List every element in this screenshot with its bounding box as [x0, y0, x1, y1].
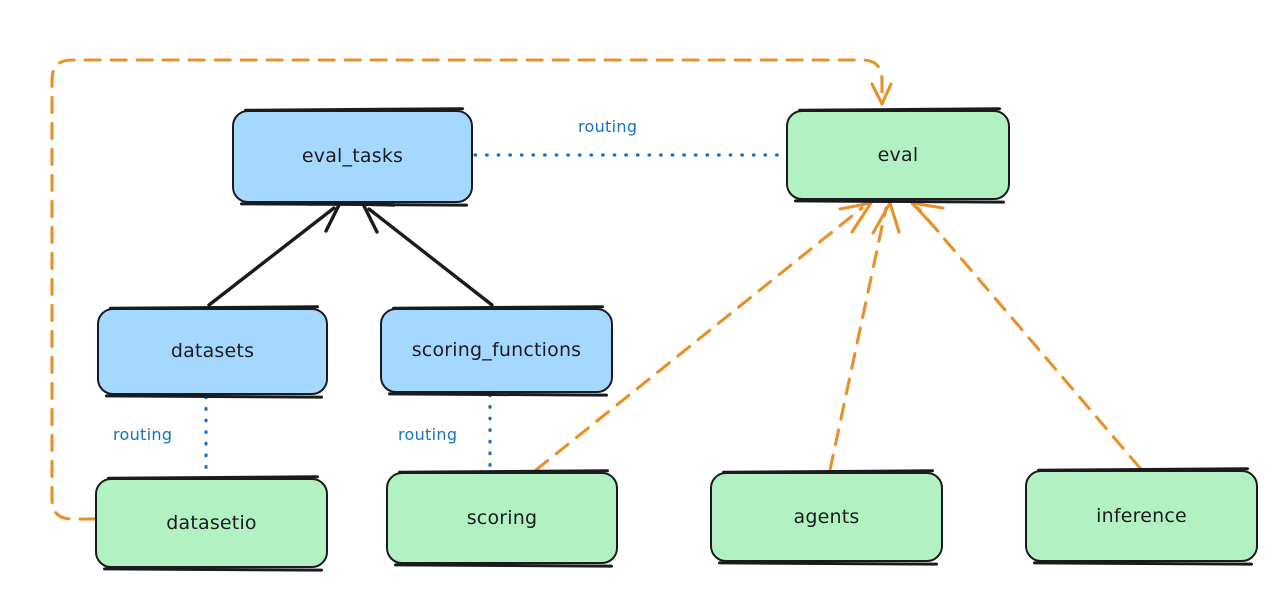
node-label: agents	[793, 505, 860, 528]
edge-label-routing-scoring-functions-scoring: routing	[398, 425, 458, 444]
node-label: datasetio	[166, 511, 257, 534]
node-label: inference	[1096, 504, 1187, 527]
node-label: datasets	[170, 340, 255, 362]
node-eval[interactable]: eval	[786, 110, 1010, 200]
node-label: scoring	[466, 506, 538, 529]
node-label: scoring_functions	[411, 339, 582, 361]
node-scoring-functions[interactable]: scoring_functions	[380, 308, 613, 393]
node-agents[interactable]: agents	[710, 472, 943, 562]
node-label: eval	[877, 143, 919, 166]
node-eval-tasks[interactable]: eval_tasks	[232, 110, 473, 203]
node-scoring[interactable]: scoring	[386, 472, 618, 564]
edge-scoring-functions-to-eval-tasks	[361, 202, 494, 307]
node-label: eval_tasks	[301, 145, 404, 167]
node-datasetio[interactable]: datasetio	[95, 478, 328, 568]
node-inference[interactable]: inference	[1025, 470, 1258, 562]
node-datasets[interactable]: datasets	[97, 308, 328, 395]
edge-label-routing-datasets-datasetio: routing	[113, 425, 173, 444]
edge-agents-to-eval	[828, 201, 901, 472]
edge-datasets-to-eval-tasks	[207, 201, 342, 307]
edge-inference-to-eval	[910, 201, 1142, 470]
edge-label-routing-eval-tasks-eval: routing	[578, 117, 638, 136]
